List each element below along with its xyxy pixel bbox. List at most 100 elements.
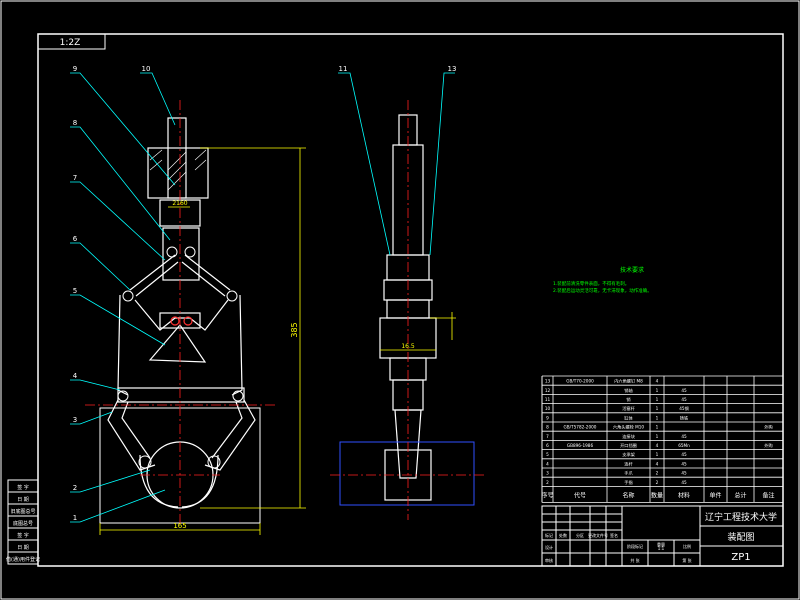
bom-cell: 45 — [681, 452, 687, 457]
title-label: 审核 — [545, 557, 553, 563]
bom-cell: 连杆 — [624, 460, 633, 467]
bom-cell: 11 — [545, 397, 551, 402]
bom-cell: 45 — [681, 480, 687, 485]
side-leaders — [338, 72, 455, 256]
front-leaders — [70, 72, 176, 523]
balloon-label: 3 — [73, 416, 77, 424]
title-label: 分区 — [576, 532, 584, 538]
balloon-label: 2 — [73, 484, 77, 492]
front-centerlines — [85, 100, 275, 525]
dim-hole: 16.5 — [401, 343, 415, 350]
bom-cell: 6 — [546, 443, 549, 448]
bom-cell: 内六角螺钉 M8 — [614, 378, 643, 385]
title-label: 更改文件号 — [588, 532, 608, 538]
bom-cell: 2 — [656, 480, 659, 485]
side-stamp-text: 签 字 日 期 旧底图总号 底图总号 签 字 日 期 借(通)用件登记 — [6, 484, 40, 563]
stamp-label: 底图总号 — [13, 520, 33, 527]
bom-cell: 10 — [545, 406, 551, 411]
balloon-label: 5 — [73, 287, 77, 295]
balloon-label: 1 — [73, 514, 77, 522]
stamp-label: 旧底图总号 — [10, 508, 35, 515]
bom-cell: 12 — [545, 388, 551, 393]
title-label: 阶段标记 — [627, 543, 643, 549]
balloon-label: 11 — [339, 65, 348, 73]
bom-cell: 7 — [546, 434, 549, 439]
side-balloons: 11 13 — [339, 65, 457, 73]
red-pins — [170, 316, 193, 326]
bom-cell: 45钢 — [679, 405, 689, 412]
balloon-label: 6 — [73, 235, 78, 243]
bom-cell: GB896-1986 — [567, 443, 594, 448]
title-label: 比例 — [683, 543, 691, 549]
stamp-label: 借(通)用件登记 — [6, 556, 40, 563]
stamp-label: 日 期 — [17, 497, 29, 503]
bom-cell: GB/T70-2000 — [566, 379, 594, 384]
stamp-label: 签 字 — [17, 532, 29, 539]
title-block-text: 辽宁工程技术大学 装配图 ZP1 1:1 标记 处数 分区 更改文件号 签名 设… — [545, 511, 777, 563]
piston-rod — [167, 117, 187, 199]
bom-cell: 45 — [681, 434, 687, 439]
front-view — [99, 117, 261, 524]
bom-cell: 3 — [546, 471, 549, 476]
tech-req-title: 技术要求 — [620, 266, 644, 274]
bom-cell: 销 — [626, 396, 630, 403]
bom-cell: 1 — [656, 452, 659, 457]
bom-cell: 8 — [546, 425, 549, 430]
drawing-no: ZP1 — [731, 552, 750, 563]
scale-value: 1:1 — [658, 546, 665, 551]
bom-cell: 45 — [681, 388, 687, 393]
front-pins — [117, 246, 244, 469]
title-label: 签名 — [610, 532, 618, 538]
bom-cell: 2 — [656, 471, 659, 476]
bom-cell: 销轴 — [624, 387, 632, 394]
bom-header: 序号 — [541, 491, 553, 499]
title-block — [541, 505, 784, 567]
side-dims — [380, 312, 456, 351]
balloon-label: 4 — [73, 372, 78, 380]
bom-header: 单件 — [709, 491, 721, 499]
balloon-label: 8 — [73, 119, 77, 127]
inner-frame — [37, 33, 784, 567]
bom-cell: 手爪 — [624, 470, 633, 477]
bom-cell: 活塞杆 — [622, 405, 635, 412]
bom-cell: 1 — [656, 425, 659, 430]
bom-cell: 45 — [681, 471, 687, 476]
bom-cell: 外购 — [764, 424, 772, 431]
drawing-name: 装配图 — [727, 531, 754, 543]
bom-header: 备注 — [762, 491, 774, 499]
bom-cell: 4 — [656, 443, 659, 448]
side-stamp — [7, 479, 39, 565]
tech-req-item: 2.装配后运动灵活可靠，无卡滞现象，动作准确。 — [553, 287, 652, 294]
bom-header: 材料 — [678, 491, 690, 499]
stamp-label: 日 期 — [17, 545, 29, 551]
bom-cell: 1 — [656, 397, 659, 402]
stamp-label: 签 字 — [17, 484, 29, 491]
title-label: 共 张 — [630, 557, 639, 563]
front-dims — [99, 147, 306, 535]
title-label: 第 张 — [682, 557, 691, 563]
bom-cell: 1 — [656, 434, 659, 439]
bom-cell: 1 — [656, 388, 659, 393]
bom-cell: 65Mn — [678, 443, 690, 448]
bom-cell: 4 — [656, 379, 659, 384]
dim-height: 385 — [290, 322, 299, 337]
title-label: 设计 — [545, 544, 553, 550]
school-name: 辽宁工程技术大学 — [705, 511, 777, 523]
bom-cell: 9 — [546, 415, 549, 420]
bom-cell: 铸铁 — [680, 414, 689, 421]
balloon-label: 10 — [142, 65, 151, 73]
bom-cell: 13 — [545, 379, 551, 384]
bom-cell: GB/T5782-2000 — [564, 425, 597, 430]
bom-header: 名称 — [622, 491, 634, 499]
side-centerlines — [330, 100, 485, 520]
title-label: 处数 — [559, 532, 567, 538]
bom-cell: 连接块 — [622, 433, 635, 440]
balloon-label: 7 — [73, 174, 77, 182]
rod-hatch — [149, 149, 207, 191]
side-base — [339, 441, 475, 506]
bom-cell: 外购 — [764, 442, 772, 449]
bom-cell: 手指 — [624, 479, 632, 486]
